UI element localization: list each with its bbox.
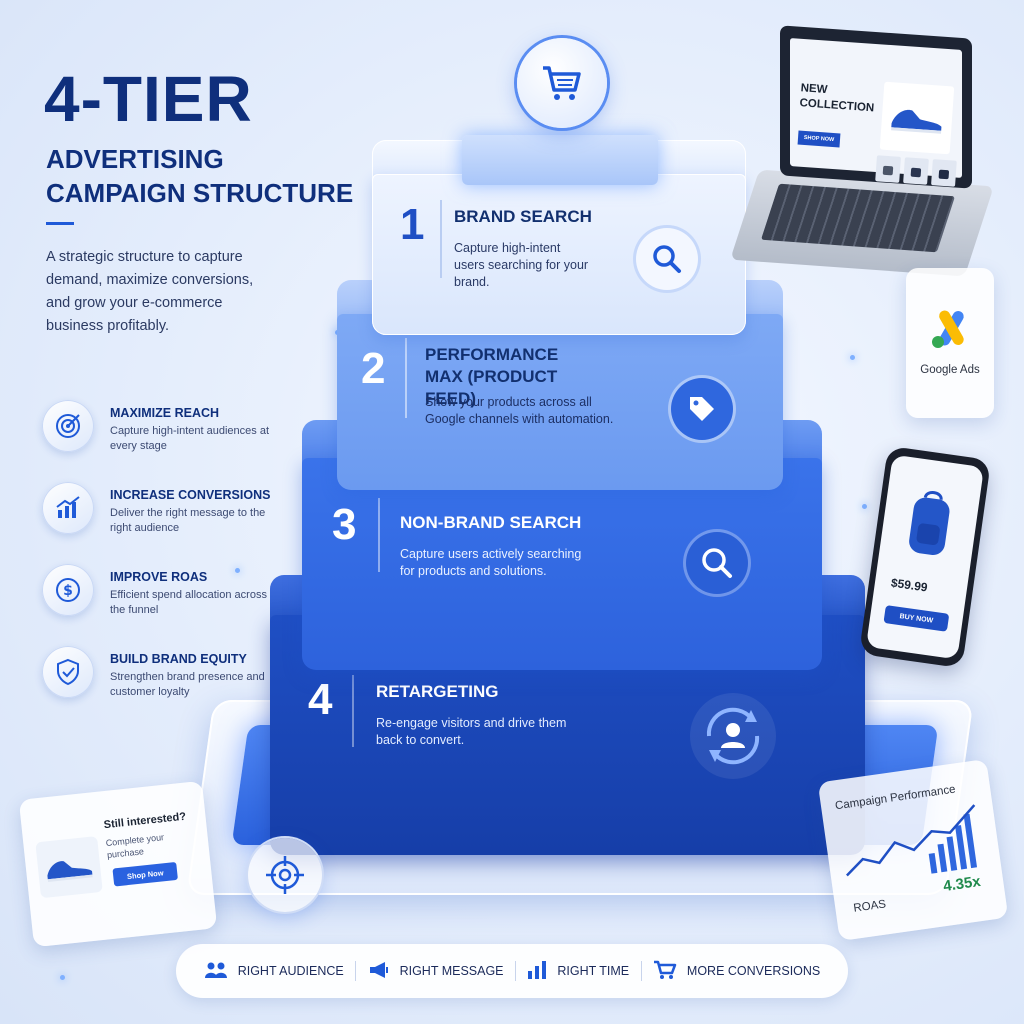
audience-icon (204, 961, 228, 982)
shield-icon (42, 646, 94, 698)
shoe-image (35, 836, 103, 899)
thumbnail-bag-icon[interactable] (903, 157, 929, 185)
divider (355, 961, 357, 981)
tier-number: 2 (361, 344, 386, 393)
tier-divider (352, 675, 354, 747)
tier-number: 4 (308, 675, 333, 724)
phone-mockup: $59.99 BUY NOW (858, 445, 992, 669)
laptop-headline: NEW COLLECTION (799, 82, 875, 115)
campaign-performance-card: Campaign Performance ROAS 4.35x (817, 758, 1009, 942)
laptop-shop-button[interactable]: SHOP NOW (797, 130, 841, 148)
shoe-image (879, 81, 955, 155)
benefit-label: RIGHT TIME (557, 964, 630, 978)
tier-desc: Capture high-intent users searching for … (454, 241, 589, 289)
tier-desc: Capture users actively searching for pro… (400, 547, 582, 578)
subtitle-line-2: CAMPAIGN STRUCTURE (46, 178, 354, 208)
title-divider (46, 222, 74, 225)
tier-title: BRAND SEARCH (454, 207, 592, 226)
tier-desc: Re-engage visitors and drive them back t… (376, 716, 567, 747)
tier-divider (440, 200, 442, 278)
performance-chart-icon (846, 804, 978, 877)
feature-increase-conversions: INCREASE CONVERSIONS Deliver the right m… (40, 482, 280, 542)
benefit-more-conversions: MORE CONVERSIONS (653, 960, 820, 983)
benefit-right-audience: RIGHT AUDIENCE (204, 961, 344, 982)
card-desc: Complete your purchase (105, 832, 165, 861)
tier-divider (378, 498, 380, 572)
tier-title: NON-BRAND SEARCH (400, 513, 582, 532)
feature-title: BUILD BRAND EQUITY (110, 652, 247, 666)
dollar-icon: $ (42, 564, 94, 616)
tier-desc: Show your products across all Google cha… (425, 395, 614, 426)
divider (514, 961, 516, 981)
tier-2-performance-max: 2 PERFORMANCE MAX (PRODUCT FEED) Show yo… (337, 280, 783, 490)
page-subtitle: ADVERTISING CAMPAIGN STRUCTURE (46, 142, 366, 210)
cart-icon (517, 38, 607, 128)
tier-title: RETARGETING (376, 682, 499, 701)
phone-buy-button[interactable]: BUY NOW (883, 605, 950, 632)
tier-number: 1 (400, 200, 425, 249)
thumbnail-bag-icon[interactable] (875, 155, 901, 183)
target-icon (42, 400, 94, 452)
search-icon (636, 228, 698, 290)
phone-price: $59.99 (890, 575, 929, 595)
page-title: 4-TIER (44, 63, 253, 135)
feature-desc: Capture high-intent audiences at every s… (110, 425, 269, 452)
bar-chart-icon (527, 960, 547, 982)
tag-icon (671, 378, 733, 440)
benefit-label: MORE CONVERSIONS (686, 964, 821, 978)
user-cycle-icon (690, 693, 776, 779)
top-plate (462, 135, 658, 185)
glow-dot (60, 975, 65, 980)
feature-desc: Deliver the right message to the right a… (110, 507, 266, 534)
card-title: Still interested? (103, 810, 187, 832)
benefits-bar: RIGHT AUDIENCE RIGHT MESSAGE RIGHT TIME … (176, 944, 848, 998)
glow-dot (235, 568, 240, 573)
megaphone-icon (368, 961, 390, 982)
perf-metric-value: 4.35x (942, 872, 982, 896)
benefit-right-time: RIGHT TIME (527, 960, 630, 982)
feature-build-brand-equity: BUILD BRAND EQUITY Strengthen brand pres… (40, 646, 280, 706)
growth-chart-icon (42, 482, 94, 534)
cart-icon (653, 960, 677, 983)
perf-metric-label: ROAS (852, 898, 887, 915)
search-icon (686, 532, 748, 594)
svg-text:$: $ (63, 583, 73, 599)
intro-text: A strategic structure to capture demand,… (46, 249, 254, 334)
feature-maximize-reach: MAXIMIZE REACH Capture high-intent audie… (40, 400, 280, 460)
google-ads-card: Google Ads (906, 268, 994, 418)
tier-title: PERFORMANCE MAX (PRODUCT FEED) (425, 345, 559, 408)
feature-desc: Strengthen brand presence and customer l… (110, 671, 265, 698)
benefit-right-message: RIGHT MESSAGE (368, 961, 504, 982)
feature-title: INCREASE CONVERSIONS (110, 488, 271, 502)
crosshair-icon (248, 838, 322, 912)
feature-improve-roas: $ IMPROVE ROAS Efficient spend allocatio… (40, 564, 280, 624)
divider (640, 961, 642, 981)
shop-now-button[interactable]: Shop Now (112, 861, 178, 887)
google-ads-label: Google Ads (920, 364, 980, 376)
tier-number: 3 (332, 500, 357, 549)
phone-screen: $59.99 BUY NOW (865, 454, 985, 660)
tier-divider (405, 338, 407, 418)
still-interested-card: Still interested? Complete your purchase… (18, 780, 218, 948)
feature-title: MAXIMIZE REACH (110, 406, 220, 420)
feature-desc: Efficient spend allocation across the fu… (110, 589, 267, 616)
glow-dot (862, 504, 867, 509)
benefit-label: RIGHT MESSAGE (399, 964, 504, 978)
glow-dot (850, 355, 855, 360)
google-ads-logo-icon (928, 306, 974, 357)
backpack-icon (900, 485, 958, 566)
benefit-label: RIGHT AUDIENCE (237, 964, 344, 978)
tier-1-brand-search: 1 BRAND SEARCH Capture high-intent users… (372, 140, 746, 335)
feature-title: IMPROVE ROAS (110, 570, 208, 584)
thumbnail-bag-icon[interactable] (931, 159, 957, 187)
product-thumbnails (875, 155, 957, 187)
subtitle-line-1: ADVERTISING (46, 144, 224, 174)
